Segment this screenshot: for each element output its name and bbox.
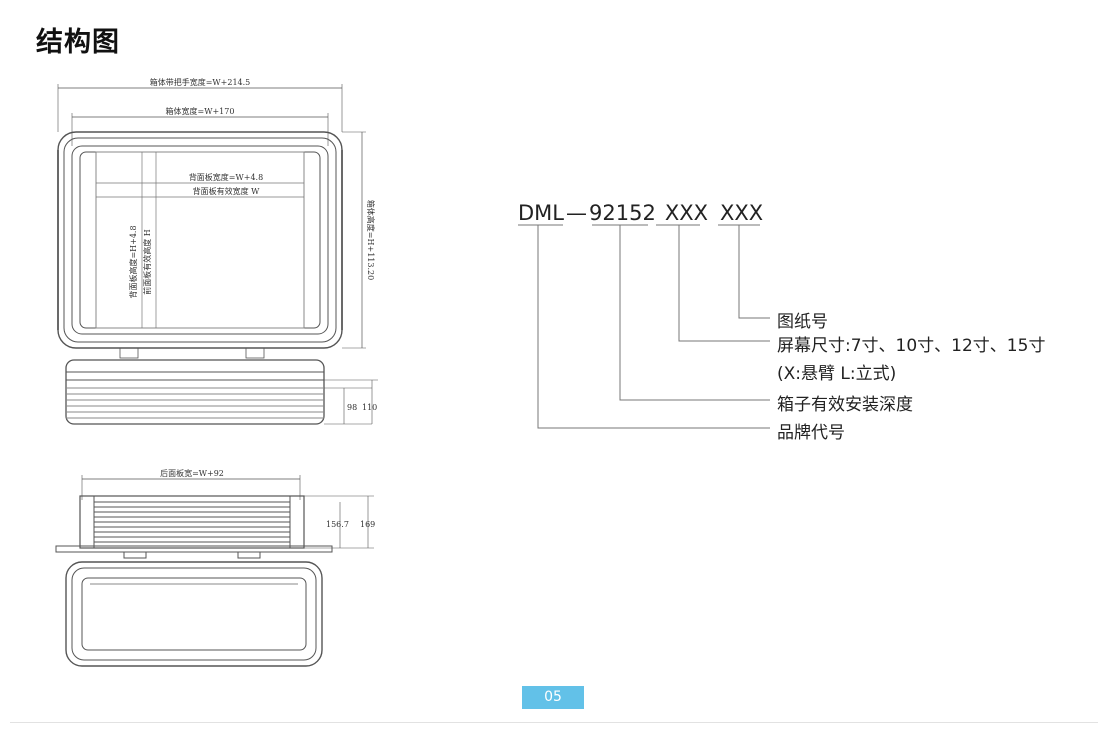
- dim-depth-outer: 110: [362, 403, 377, 412]
- dim-panel-height: 背面板高度=H+4.8: [128, 225, 138, 298]
- code-brand: DML: [518, 201, 564, 225]
- code-depth: 92152: [589, 201, 656, 225]
- dim-depth-inner: 98: [347, 403, 357, 412]
- dim-overall-width: 箱体带把手宽度=W+214.5: [150, 77, 251, 87]
- model-code: DML—92152 XXX XXX: [518, 201, 763, 225]
- dim-box-width: 箱体宽度=W+170: [166, 106, 235, 116]
- page-title: 结构图: [36, 27, 120, 58]
- dim-rear-width: 后面板宽=W+92: [160, 468, 224, 478]
- legend-brand-code: 品牌代号: [777, 423, 845, 443]
- rear-view: [55, 475, 374, 559]
- legend-leaders: [518, 224, 770, 429]
- code-size: XXX: [664, 201, 708, 225]
- dim-effective-height: 前面板有效高度 H: [142, 229, 152, 295]
- footer-divider: [10, 722, 1098, 723]
- dim-panel-width: 背面板宽度=W+4.8: [189, 172, 263, 182]
- dim-effective-width: 背面板有效宽度 W: [193, 186, 261, 196]
- side-view: [65, 359, 378, 425]
- legend-mount-type: (X:悬臂 L:立式): [777, 364, 897, 384]
- dim-side-inner: 156.7: [326, 520, 349, 529]
- dim-box-height: 箱体高度=H+113.20: [366, 200, 376, 280]
- page-number: 05: [522, 686, 584, 709]
- legend-install-depth: 箱子有效安装深度: [777, 395, 913, 415]
- code-drawing: XXX: [719, 201, 764, 225]
- dim-side-outer: 169: [360, 520, 375, 529]
- code-dash: —: [566, 201, 587, 225]
- legend-drawing-number: 图纸号: [777, 312, 828, 332]
- bottom-view: [65, 561, 323, 667]
- legend-screen-size: 屏幕尺寸:7寸、10寸、12寸、15寸: [777, 336, 1046, 356]
- front-view: [57, 84, 366, 359]
